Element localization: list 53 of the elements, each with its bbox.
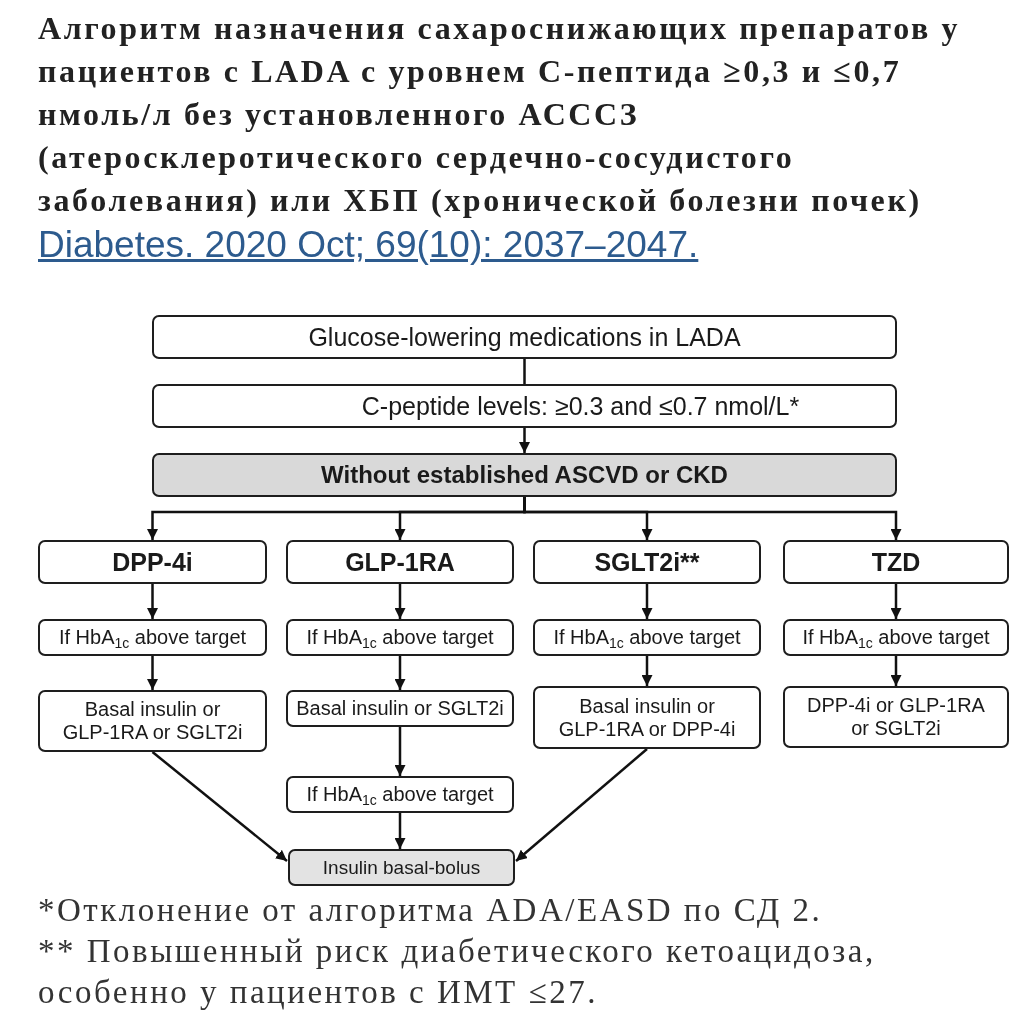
arrow (515, 748, 648, 862)
arrow (394, 584, 406, 619)
process-box (38, 619, 267, 656)
box-text: If HbA$_{1c}$ above target (58, 626, 247, 649)
process-box (533, 619, 761, 656)
highlighted-box (288, 849, 515, 886)
footnote: ** Повышенный риск диабетического кетоацидоза, особенно у пациентов с ИМТ ≤27. (38, 932, 877, 1012)
process-box (533, 686, 761, 749)
box-text: If HbA$_{1c}$ above target (553, 626, 741, 649)
arrow (523, 497, 902, 540)
citation-link: Diabetes. 2020 Oct; 69(10): 2037–2047. (38, 226, 699, 263)
arrow (641, 656, 653, 686)
box-text: Basal insulin or GLP-1RA or DPP-4i (557, 694, 737, 741)
arrow (641, 584, 653, 619)
process-box (38, 690, 267, 752)
box-text: Without established ASCVD or CKD (321, 461, 728, 489)
box-text: C-peptide levels: ≥0.3 and ≤0.7 nmol/L* (361, 391, 800, 421)
highlighted-box (152, 453, 897, 497)
connector-line (523, 359, 526, 384)
arrow (890, 584, 902, 619)
arrow (519, 428, 530, 453)
process-box (152, 384, 897, 428)
arrow (147, 656, 158, 690)
process-box (286, 776, 514, 813)
process-box (286, 540, 514, 584)
box-text: Basal insulin or GLP-1RA or SGLT2i (61, 698, 244, 744)
box-text: DPP-4i or GLP-1RA or SGLT2i (806, 694, 986, 740)
box-text: If HbA$_{1c}$ above target (306, 626, 494, 649)
box-text: GLP-1RA (345, 547, 455, 577)
box-text: DPP-4i (112, 547, 193, 577)
process-box (533, 540, 761, 584)
box-text: Basal insulin or SGLT2i (296, 697, 504, 720)
process-box (286, 690, 514, 727)
process-box (783, 540, 1009, 584)
arrow (147, 584, 158, 619)
arrow (890, 656, 902, 686)
box-text: If HbA$_{1c}$ above target (802, 626, 990, 649)
process-box (783, 686, 1009, 748)
arrow (394, 813, 406, 849)
title: Алгоритм назначения сахароснижающих препаратов у пациентов с LADA с уровнем С-пептида ≥0,3 и ≤0,7 нмоль/л без установленного АСССЗ (атеросклеротического сердечно-сосудистого заболевания) или ХБП (хронической болезни почек) (38, 9, 962, 220)
arrow (394, 656, 406, 690)
arrow (394, 727, 406, 776)
process-box (38, 540, 267, 584)
process-box (152, 315, 897, 359)
box-text: If HbA$_{1c}$ above target (306, 783, 494, 806)
process-box (783, 619, 1009, 656)
box-text: TZD (871, 547, 921, 577)
box-text: Glucose-lowering medications in LADA (308, 322, 741, 352)
process-box (286, 619, 514, 656)
footnote: *Отклонение от алгоритма ADA/EASD по СД 2. (38, 891, 824, 930)
box-text: SGLT2i** (594, 547, 700, 577)
box-text: Insulin basal-bolus (322, 856, 481, 879)
arrow (151, 751, 288, 862)
